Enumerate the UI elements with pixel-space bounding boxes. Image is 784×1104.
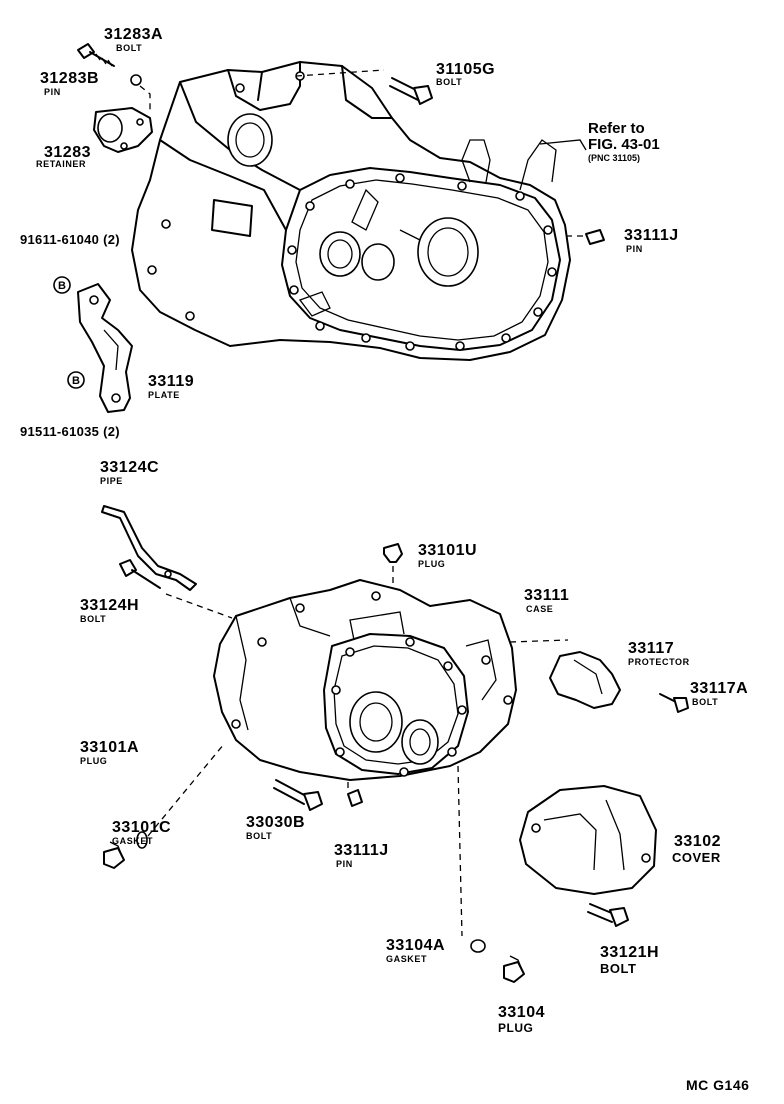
marker-text-upper: B [58, 280, 66, 292]
label-31283a-num: 31283A [104, 26, 164, 43]
pipe-33124c-drawing [101, 505, 197, 591]
label-33124h-num: 33124H [80, 597, 140, 614]
std-part-lower-number: 91511-61035 (2) [20, 424, 120, 439]
pin-33111j-top-drawing [566, 229, 605, 245]
label-33117a-num: 33117A [690, 680, 749, 697]
retainer-drawing [93, 107, 153, 153]
label-33101c-name: GASKET [112, 836, 154, 846]
marker-text-lower: B [72, 375, 80, 387]
label-33104-name: PLUG [498, 1021, 534, 1035]
plate-33119-drawing [77, 283, 133, 413]
label-31105g-name: BOLT [436, 77, 463, 87]
label-33117a-name: BOLT [692, 697, 719, 707]
bolt-33117a-drawing [659, 693, 689, 713]
label-33117-num: 33117 [628, 640, 675, 657]
bolt-33030b-drawing [273, 779, 323, 811]
reference-line3: (PNC 31105) [588, 153, 641, 163]
label-33111-num: 33111 [524, 587, 570, 604]
plug-33101u-drawing [383, 543, 403, 584]
reference-leader [539, 139, 587, 151]
plug-33104-drawing [503, 955, 525, 983]
figure-code: MC G146 [686, 1077, 750, 1093]
gasket-33101c-drawing [136, 831, 148, 849]
label-33124c-name: PIPE [100, 476, 123, 486]
label-33111j-top-name: PIN [626, 244, 643, 254]
upper-transmission-housing [131, 61, 571, 361]
reference-line2: FIG. 43-01 [588, 136, 660, 153]
gasket-33104a-drawing [470, 939, 486, 953]
label-33111-name: CASE [526, 604, 554, 614]
bolt-33121h-drawing [587, 903, 629, 927]
label-33102-name: COVER [672, 850, 721, 865]
label-33104a-name: GASKET [386, 954, 428, 964]
label-31105g-num: 31105G [436, 61, 496, 78]
bolt-31105g-drawing [389, 77, 433, 105]
pin-31283b-leader [139, 85, 151, 112]
label-33119-name: PLATE [148, 390, 180, 400]
plug-33104-leader [457, 765, 463, 937]
label-33111j-bottom-name: PIN [336, 859, 353, 869]
label-33104-num: 33104 [498, 1004, 545, 1021]
label-33117-name: PROTECTOR [628, 657, 690, 667]
label-33030b-name: BOLT [246, 831, 273, 841]
label-33030b-num: 33030B [246, 814, 306, 831]
label-33101u-name: PLUG [418, 559, 446, 569]
std-part-upper-number: 91611-61040 (2) [20, 232, 120, 247]
label-33101a-num: 33101A [80, 739, 140, 756]
label-33104a-num: 33104A [386, 937, 446, 954]
label-31283b-name: PIN [44, 87, 61, 97]
label-33101a-name: PLUG [80, 756, 108, 766]
label-33121h-name: BOLT [600, 961, 637, 976]
pin-31283b-drawing [130, 74, 142, 86]
label-31283-name: RETAINER [36, 159, 87, 169]
label-33102-num: 33102 [674, 833, 721, 850]
label-33101c-num: 33101C [112, 819, 172, 836]
label-31283b-num: 31283B [40, 70, 100, 87]
label-33124c-num: 33124C [100, 459, 160, 476]
plug-33101a-drawing [103, 841, 125, 869]
protector-33117-drawing [509, 639, 621, 709]
label-31283a-name: BOLT [116, 43, 143, 53]
std-part-lower-marker: B [67, 371, 85, 389]
reference-line1: Refer to [588, 120, 645, 137]
plug-33101a-leader [147, 743, 225, 837]
label-33121h-num: 33121H [600, 944, 660, 961]
label-33119-num: 33119 [148, 373, 195, 390]
label-33124h-name: BOLT [80, 614, 107, 624]
bolt-31105g-leader [295, 69, 385, 77]
label-33101u-num: 33101U [418, 542, 478, 559]
cover-33102-drawing [519, 785, 657, 895]
label-33111j-top-num: 33111J [624, 227, 679, 244]
std-part-upper-marker: B [53, 276, 71, 294]
bolt-33124h-drawing [119, 559, 161, 589]
bolt-31283a-drawing [77, 43, 115, 67]
label-31283-num: 31283 [44, 144, 91, 161]
case-33111-drawing [213, 579, 517, 781]
pipe-leader [165, 593, 233, 619]
label-33111j-bottom-num: 33111J [334, 842, 389, 859]
pin-33111j-bottom-drawing [347, 782, 363, 807]
